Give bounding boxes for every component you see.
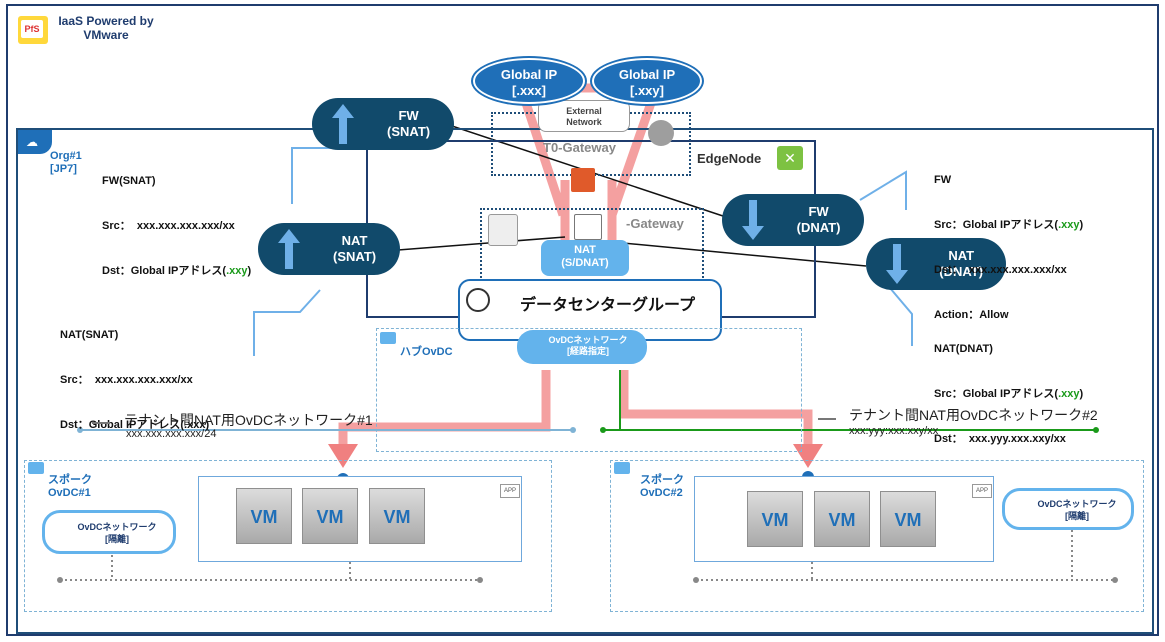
fw-snat-pill[interactable]: FW (SNAT) — [312, 98, 454, 150]
nat-dnat-note: NAT(DNAT) Src：Global IPアドレス(.xxy) Dst： x… — [934, 343, 1084, 445]
t1-gateway-label: -Gateway — [626, 216, 684, 231]
vm-tile[interactable]: VM — [880, 491, 936, 547]
vm-tile[interactable]: VM — [236, 488, 292, 544]
external-network-box: External Network — [538, 100, 630, 132]
vm-tile[interactable]: VM — [302, 488, 358, 544]
nat-sdnat-box[interactable]: NAT (S/DNAT) — [541, 240, 629, 276]
edge-node-icon: ✕ — [777, 146, 803, 170]
vm-tile[interactable]: VM — [747, 491, 803, 547]
spoke-ovdc-1-container — [24, 460, 552, 612]
app-tag: APP — [972, 484, 992, 498]
network-icon — [92, 408, 110, 424]
pfs-logo: PfS — [18, 16, 48, 44]
arrow-down-icon — [886, 244, 908, 284]
building-icon — [614, 462, 630, 474]
outer-frame — [6, 4, 1159, 636]
edge-node-label: EdgeNode — [697, 151, 762, 166]
app-tag: APP — [500, 484, 520, 498]
tenant-network-1-name: テナント間NAT用OvDCネットワーク#1 — [124, 412, 373, 428]
cloud-icon: ☁ — [26, 135, 38, 149]
route-arrow-2 — [793, 444, 823, 468]
global-ip-xxx[interactable]: Global IP [.xxx] — [473, 58, 585, 104]
fw-dnat-pill[interactable]: FW (DNAT) — [722, 194, 864, 246]
fw-snat-note: FW(SNAT) Src： xxx.xxx.xxx.xxx/xx Dst：Glo… — [102, 175, 252, 277]
vm-tile[interactable]: VM — [814, 491, 870, 547]
spoke-ovdc-1-label: スポーク OvDC#1 — [48, 474, 92, 499]
route-arrow-1 — [328, 444, 358, 468]
firewall-icon — [571, 168, 595, 192]
fw-dnat-note: FW Src：Global IPアドレス(.xxy) Dst： xxx.xxx.… — [934, 174, 1084, 321]
router-icon — [488, 214, 518, 246]
nsx-icon — [648, 120, 674, 146]
vm-tile[interactable]: VM — [369, 488, 425, 544]
crosshair-icon — [466, 288, 490, 312]
hub-ovdc-network[interactable]: OvDCネットワーク [経路指定] — [517, 330, 647, 364]
global-ip-xxy[interactable]: Global IP [.xxy] — [592, 58, 702, 104]
tenant-network-2-name: テナント間NAT用OvDCネットワーク#2 — [849, 407, 1098, 423]
org-badge — [18, 130, 52, 154]
org-label: Org#1 [JP7] — [50, 150, 82, 175]
spoke-1-network[interactable]: OvDCネットワーク [隔離] — [42, 510, 176, 554]
arrow-up-icon — [278, 229, 300, 269]
building-icon — [28, 462, 44, 474]
datacenter-group-label: データセンターグループ — [520, 297, 696, 314]
powered-by-label: IaaS Powered by VMware — [58, 14, 154, 42]
spoke-2-network[interactable]: OvDCネットワーク [隔離] — [1002, 488, 1134, 530]
nat-dnat-pill[interactable]: NAT (DNAT) — [866, 238, 1006, 290]
arrow-up-icon — [332, 104, 354, 144]
building-icon — [380, 332, 396, 344]
tenant-network-2-address: xxx:yyy:xxx:xxy/xx — [849, 425, 939, 437]
spoke-ovdc-2-container — [610, 460, 1144, 612]
nat-snat-pill[interactable]: NAT (SNAT) — [258, 223, 400, 275]
arrow-down-icon — [742, 200, 764, 240]
spoke-ovdc-2-label: スポーク OvDC#2 — [640, 474, 684, 499]
tenant-network-1-address: xxx.xxx.xxx.xxx/24 — [126, 428, 217, 440]
hub-ovdc-container — [376, 328, 802, 452]
nat-snat-note: NAT(SNAT) Src： xxx.xxx.xxx.xxx/xx Dst：Gl… — [60, 329, 210, 431]
network-icon — [818, 404, 836, 420]
t0-gateway-label: T0-Gateway — [543, 140, 616, 155]
hub-ovdc-label: ハブOvDC — [400, 346, 453, 358]
t1-router-icon — [574, 214, 602, 240]
